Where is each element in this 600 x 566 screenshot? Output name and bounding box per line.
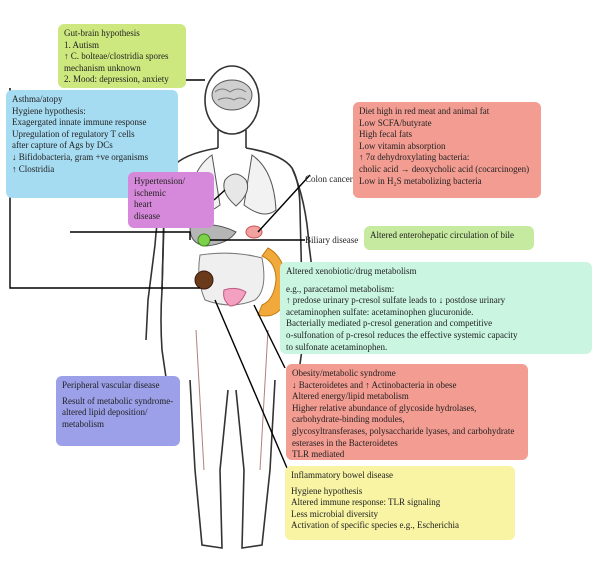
colon-cancer-line: High fecal fats [359,129,412,140]
xenobiotic-box: Altered xenobiotic/drug metabolism e.g.,… [280,262,592,354]
xenobiotic-line: to sulfonate acetaminophen. [286,341,388,352]
connectors [9,79,311,476]
head-outline [204,65,260,135]
connector-obesity [253,304,286,369]
colon-cancer-line: Diet high in red meat and animal fat [359,106,490,116]
gut-brain-line: 1. Autism [64,39,100,50]
gut-brain-line: 2. Mood: depression, anxiety [64,74,169,85]
pvd-line: Result of metabolic syndrome- [62,395,174,406]
ibd-line: Altered immune response: TLR signaling [291,497,441,508]
brain-icon [211,79,253,111]
obesity-line: ↓ Bacteroidetes and ↑ Actinobacteria in … [292,379,457,390]
colon-cancer-line: cholic acid → deoxycholic acid (cocarcin… [359,163,530,174]
obesity-line: Higher relative abundance of glycoside h… [292,402,477,413]
ibd-line: Less microbial diversity [291,508,378,519]
asthma-line: after capture of Ags by DCs [12,140,113,151]
colon-cancer-line: ↑ 7α dehydroxylating bacteria: [359,152,470,163]
obesity-line: esterases in the Bacteroidetes [292,437,398,448]
obesity-box: Obesity/metabolic syndrome ↓ Bacteroidet… [286,364,528,460]
colon-cancer-box: Diet high in red meat and animal fat Low… [353,102,541,198]
ibd-line: Activation of specific species e.g., Esc… [291,520,459,531]
xenobiotic-line: o-sulfonation of p-cresol reduces the ef… [286,329,518,340]
vessels-icon [195,329,269,471]
pvd-line: metabolism [62,418,104,429]
asthma-title: Asthma/atopy [12,94,63,104]
obesity-line: TLR mediated [292,449,345,460]
gut-brain-title: Gut-brain hypothesis [64,28,140,38]
asthma-line: Hygiene hypothesis: [12,105,86,116]
xenobiotic-line: Bacterially mediated p-cresol generation… [286,318,493,329]
obesity-line: Altered energy/lipid metabolism [292,391,409,402]
hypertension-line: Hypertension/ [134,176,185,186]
biliary-box: Altered enterohepatic circulation of bil… [364,226,534,250]
xenobiotic-line: e.g., paracetamol metabolism: [286,283,395,294]
colon-cancer-line: Low in H₂S metabolizing bacteria [359,175,482,186]
hypertension-box: Hypertension/ ischemic heart disease [128,172,214,228]
asthma-line: Upregulation of regulatory T cells [12,128,135,139]
gallbladder-icon [197,233,211,247]
connector-colon-cancer [257,174,311,233]
hypertension-line: disease [134,210,160,221]
heart-icon [223,173,249,207]
stomach-icon [245,225,263,239]
connector-hypertension [213,189,226,201]
asthma-line: Exagergated innate immune response [12,117,147,128]
asthma-line: ↓ Bifidobacteria, gram +ve organisms [12,151,149,162]
obesity-line: glycosyltransferases, polysaccharide lya… [292,425,515,436]
pvd-box: Peripheral vascular disease Result of me… [56,376,180,446]
obesity-title: Obesity/metabolic syndrome [292,368,396,378]
colon-cancer-label: Colon cancer [305,174,353,184]
gut-brain-line: mechanism unknown [64,62,141,73]
biliary-text: Altered enterohepatic circulation of bil… [370,230,514,240]
hypertension-line: ischemic [134,187,166,198]
gut-brain-box: Gut-brain hypothesis 1. Autism ↑ C. bolt… [58,24,186,88]
asthma-box: Asthma/atopy Hygiene hypothesis: Exagerg… [6,90,178,198]
ibd-title: Inflammatory bowel disease [291,470,393,480]
hypertension-line: heart [134,199,152,210]
asthma-line: ↑ Clostridia [12,163,55,174]
right-leg [235,379,276,549]
xenobiotic-line: ↑ predose urinary p-cresol sulfate leads… [286,295,506,306]
biliary-label: Biliary disease [305,235,359,245]
colon-cancer-line: Low SCFA/butyrate [359,117,432,128]
connector-asthma-liver [70,231,191,240]
bladder-icon [223,287,247,307]
xenobiotic-line: acetaminophen sulfate: acetaminophen glu… [286,306,474,317]
left-leg [189,379,229,549]
gut-brain-line: ↑ C. bolteae/clostridia spores [64,51,169,62]
colon-cancer-line: Low vitamin absorption [359,140,446,151]
xenobiotic-title: Altered xenobiotic/drug metabolism [286,266,417,276]
connector-ibd [214,299,291,476]
ibd-box: Inflammatory bowel disease Hygiene hypot… [285,466,515,540]
pvd-title: Peripheral vascular disease [62,380,160,390]
ibd-line: Hygiene hypothesis [291,485,363,496]
pvd-line: altered lipid deposition/ [62,407,148,418]
obesity-line: carbohydrate-binding modules, [292,414,405,425]
cecum-icon [194,270,214,290]
